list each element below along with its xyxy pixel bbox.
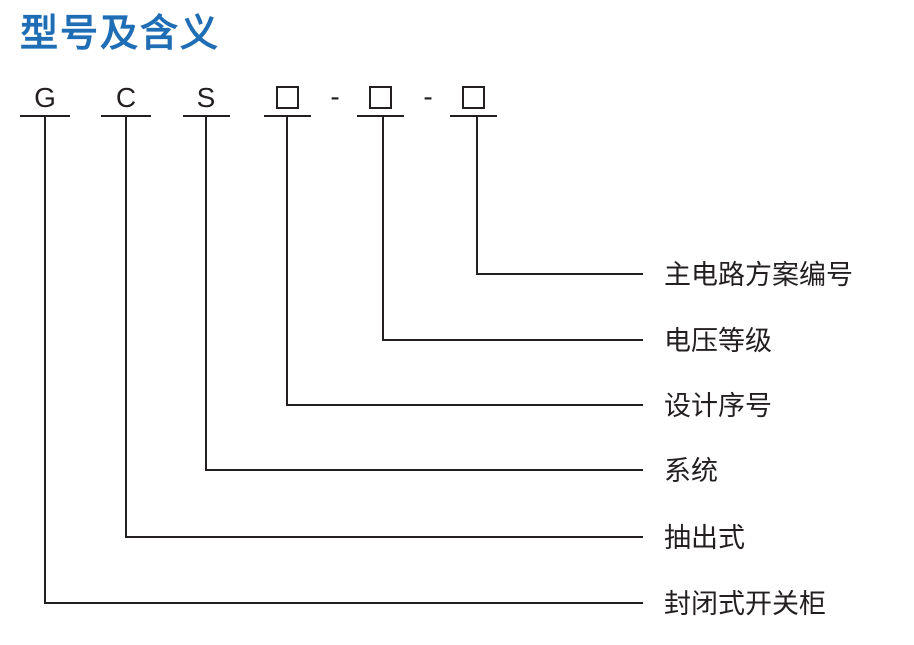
page-title: 型号及含义	[20, 11, 221, 55]
placeholder-box-2	[369, 86, 392, 109]
meaning-main-circuit-scheme-number: 主电路方案编号	[664, 260, 853, 291]
code-letter-c: C	[116, 82, 136, 113]
meaning-withdrawable-type: 抽出式	[664, 523, 745, 554]
placeholder-box-3	[462, 86, 485, 109]
connector-box-3	[476, 116, 643, 275]
meaning-design-serial-number: 设计序号	[664, 391, 772, 422]
connector-c	[125, 116, 643, 538]
connector-g	[44, 116, 643, 604]
connector-box-1	[286, 116, 643, 406]
meaning-system: 系统	[664, 456, 718, 487]
meaning-voltage-level: 电压等级	[664, 326, 772, 357]
separator-2: -	[423, 81, 432, 112]
connector-s	[205, 116, 643, 471]
connector-box-2	[382, 116, 643, 341]
code-letter-g: G	[34, 82, 56, 113]
placeholder-box-1	[276, 86, 299, 109]
code-letter-s: S	[197, 82, 216, 113]
meaning-enclosed-switchgear: 封闭式开关柜	[664, 589, 826, 620]
separator-1: -	[330, 81, 339, 112]
